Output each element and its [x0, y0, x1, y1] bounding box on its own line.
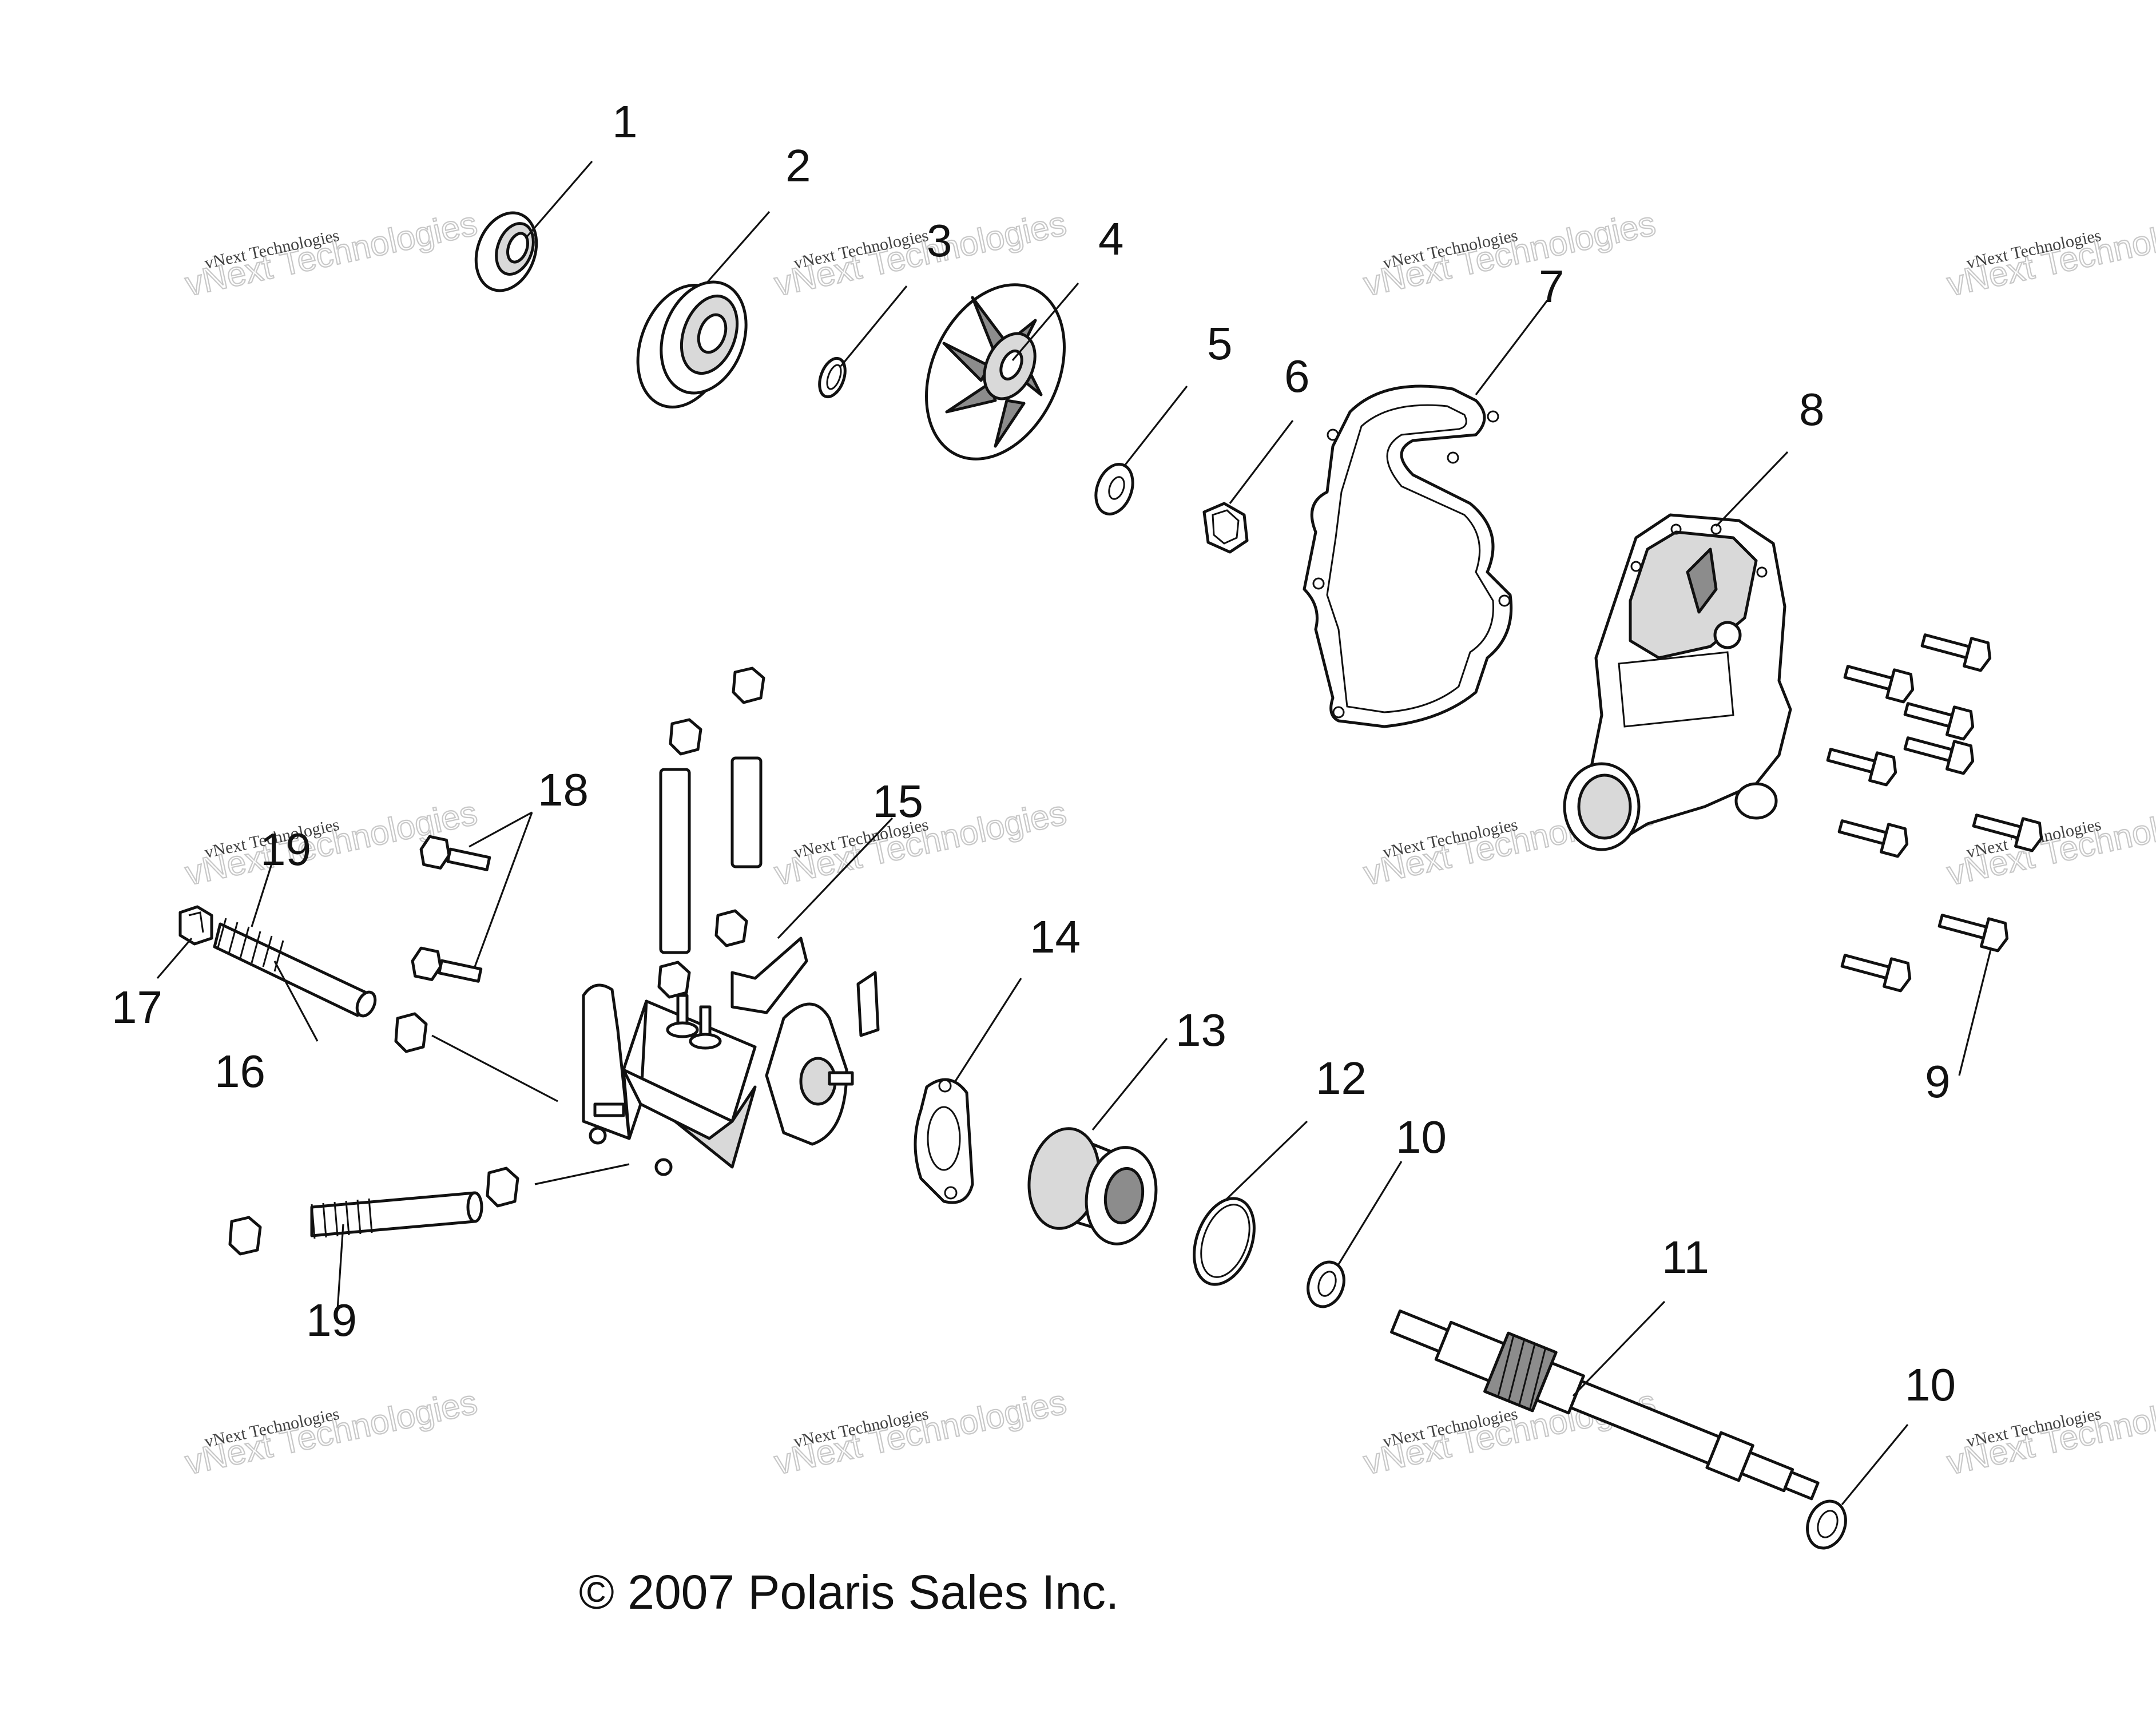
callout-11: 11: [1662, 1232, 1709, 1283]
watermark: vNext Technologies vNext Technologies: [1360, 204, 1659, 304]
part-9-bolts: [1826, 633, 2043, 993]
leader-lines: [156, 160, 1992, 1506]
part-3-o-ring: [818, 356, 847, 399]
part-13-bushing: [1027, 1127, 1158, 1245]
callout-16: 16: [215, 1046, 265, 1097]
bolt: [1903, 702, 1975, 741]
callout-17: 17: [112, 982, 162, 1033]
bolt: [1903, 736, 1975, 775]
part-12-o-ring: [1193, 1197, 1256, 1286]
part-10-washer-upper: [1307, 1260, 1345, 1308]
callout-1: 1: [612, 96, 638, 147]
callout-10-upper: 10: [1396, 1112, 1447, 1162]
callout-7: 7: [1539, 261, 1565, 312]
part-8-pump-cover: [1563, 513, 1792, 851]
watermark: vNext Technologies vNext Technologies: [1943, 1382, 2156, 1483]
watermark-grid: vNext Technologies vNext Technologies vN…: [181, 204, 2156, 1483]
clamp: [228, 1216, 262, 1256]
callout-15: 15: [872, 776, 923, 827]
callout-3: 3: [927, 215, 952, 266]
bolt: [1826, 748, 1897, 787]
bolt: [1837, 819, 1909, 858]
part-19-spring-upper: [216, 918, 284, 972]
callout-4: 4: [1098, 213, 1124, 264]
watermark: vNext Technologies vNext Technologies: [181, 204, 481, 304]
part-7-gasket: [1303, 384, 1513, 728]
callout-10-lower: 10: [1905, 1359, 1956, 1410]
vertical-hoses: [657, 666, 765, 999]
clamp: [486, 1166, 519, 1208]
bolt: [419, 835, 491, 871]
watermark: vNext Technologies vNext Technologies: [771, 1382, 1070, 1483]
callout-12: 12: [1316, 1053, 1367, 1104]
part-16-hose: [213, 922, 377, 1018]
bolt: [411, 946, 483, 983]
part-1-seal: [474, 211, 538, 292]
callout-19-upper: 19: [260, 824, 311, 875]
bolt: [1843, 665, 1915, 704]
watermark: vNext Technologies vNext Technologies: [181, 1382, 481, 1483]
part-15-oil-pump: [582, 937, 880, 1176]
part-5-washer: [1094, 462, 1134, 516]
bolt: [1937, 914, 2009, 953]
callout-19-lower: 19: [306, 1295, 357, 1346]
clamp: [394, 1012, 428, 1053]
bolt: [1972, 814, 2043, 852]
watermark: vNext Technologies vNext Technologies: [1943, 204, 2156, 304]
bolt: [1840, 954, 1912, 993]
watermark: vNext Technologies vNext Technologies: [1943, 793, 2156, 894]
callout-2: 2: [785, 140, 811, 191]
part-18-bolts: [411, 835, 491, 983]
part-11-shaft: [1390, 1309, 1820, 1501]
callouts: 1 2 3 4 5 6 7 8 9 10 10 11 12 13 14 15 1…: [112, 96, 1956, 1410]
callout-9: 9: [1925, 1056, 1951, 1107]
callout-14: 14: [1030, 911, 1081, 962]
part-19-hose-lower: [310, 1191, 483, 1239]
part-4-impeller: [925, 283, 1066, 461]
part-10-washer-lower: [1806, 1499, 1847, 1550]
callout-8: 8: [1799, 384, 1825, 435]
part-2-bearing: [636, 280, 748, 409]
callout-13: 13: [1176, 1005, 1226, 1056]
callout-6: 6: [1284, 351, 1310, 402]
part-6-nut: [1202, 502, 1249, 554]
part-14-gasket: [914, 1078, 974, 1204]
callout-5: 5: [1207, 318, 1233, 369]
copyright-notice: © 2007 Polaris Sales Inc.: [579, 1565, 1119, 1619]
part-17-clamp: [178, 905, 213, 946]
callout-18: 18: [538, 764, 589, 815]
bolt: [1920, 633, 1992, 672]
